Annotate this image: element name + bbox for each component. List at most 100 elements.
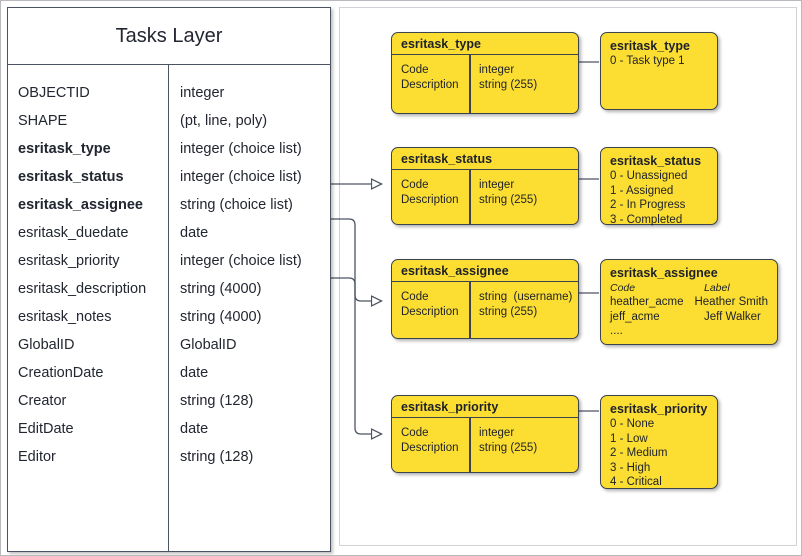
legend-assignee-header: Code Label [610,281,768,295]
domain-assignee-fields: Code Description [401,291,459,318]
field-row: SHAPE(pt, line, poly) [8,107,330,135]
field-row: esritask_status integer (choice list) [8,163,330,191]
field-name: esritask_type [18,141,111,157]
legend-line: 3 - Completed [610,213,683,226]
field-row: CreationDate date [8,359,330,387]
split-divider [469,170,471,224]
field-type: integer (choice list) [180,169,302,185]
legend-type-lines: 0 - Task type 1 [610,54,708,69]
split-divider [469,55,471,113]
field-row: Creator string (128) [8,387,330,415]
legend-priority-lines: 0 - None 1 - Low 2 - Medium 3 - High 4 - Cri… [610,417,708,490]
legend-priority[interactable]: esritask_priority 0 - None 1 - Low 2 - Med… [600,395,718,489]
domain-status-fields: Code Description [401,179,459,206]
page-title: Tasks Layer [8,8,330,65]
domain-priority-fields: Code Description [401,427,459,454]
legend-type-title: esritask_type [610,39,690,53]
field-name: esritask_assignee [18,197,143,213]
domain-table-assignee-title: esritask_assignee [392,260,578,282]
legend-priority-title: esritask_priority [610,402,708,416]
legend-line: 2 - Medium [610,447,668,459]
legend-type[interactable]: esritask_type 0 - Task type 1 [600,32,718,110]
legend-line: 1 - Low [610,432,648,445]
domain-table-status-body: Code Description integer string (255) [392,170,578,224]
legend-line: 0 - Unassigned [610,170,688,182]
field-name: esritask_notes [18,309,112,325]
field-row: EditDate date [8,415,330,443]
field-row: esritask_priority integer (choice list) [8,247,330,275]
field-name: CreationDate [18,365,104,381]
legend-line: 0 - Task type 1 [610,55,685,67]
assignee-code: jeff_acme [610,310,660,323]
domain-table-type-title: esritask_type [392,33,578,55]
field-type: date [180,225,209,241]
field-row: Editor string (128) [8,443,330,471]
legend-assignee-row: heather_acme Heather Smith [610,295,768,310]
domain-table-priority-title: esritask_priority [392,396,578,418]
field-type: integer (choice list) [180,141,302,157]
field-type: string (choice list) [180,197,293,213]
field-row: GlobalID GlobalID [8,331,330,359]
legend-line: 4 - Critical [610,476,662,488]
field-type: GlobalID [180,337,237,353]
field-row: esritask_duedate date [8,219,330,247]
domain-table-assignee-body: Code Description string (username) strin… [392,282,578,338]
domain-assignee-types: string (username) string (255) [479,291,573,318]
legend-assignee[interactable]: esritask_assignee Code Label heather_acm… [600,259,778,345]
legend-line: 0 - None [610,418,655,430]
legend-status-lines: 0 - Unassigned 1 - Assigned 2 - In Progres… [610,169,708,227]
field-type: integer (choice list) [180,253,302,269]
field-name: esritask_priority [18,253,120,269]
field-name: SHAPE [18,113,68,129]
field-name: esritask_duedate [18,225,129,241]
split-divider [469,418,471,472]
domain-table-status[interactable]: esritask_status Code Description integer… [391,147,579,225]
domain-table-assignee[interactable]: esritask_assignee Code Description strin… [391,259,579,339]
domain-type-types: integer string (255) [479,64,538,91]
legend-line: 2 - In Progress [610,199,686,211]
field-name: Editor [18,449,56,465]
domain-priority-types: integer string (255) [479,427,538,454]
field-row: esritask_notes string (4000) [8,303,330,331]
domain-type-fields: Code Description [401,64,459,91]
legend-assignee-row: .... [610,324,768,339]
domain-table-status-title: esritask_status [392,148,578,170]
field-name: EditDate [18,421,74,437]
field-name: esritask_status [18,169,124,185]
field-type: date [180,421,209,437]
field-type: string (128) [180,449,254,465]
field-name: Creator [18,393,67,409]
legend-line: 1 - Assigned [610,184,674,197]
legend-assignee-title: esritask_assignee [610,266,718,280]
field-row: esritask_type integer (choice list) [8,135,330,163]
field-name: esritask_description [18,281,147,297]
domain-table-priority-body: Code Description integer string (255) [392,418,578,472]
field-row: esritask_description string (4000) [8,275,330,303]
legend-line: 3 - High [610,461,651,474]
field-type: date [180,365,209,381]
domain-table-priority[interactable]: esritask_priority Code Description integ… [391,395,579,473]
legend-assignee-code-header: Code [610,282,636,294]
field-type: string (4000) [180,281,262,297]
domain-table-type-body: Code Description integer string (255) [392,55,578,113]
field-type: string (128) [180,393,254,409]
split-divider [469,282,471,338]
assignee-label: Heather Smith [694,296,768,308]
column-divider [168,65,169,552]
field-row: esritask_assignee string (choice list) [8,191,330,219]
legend-assignee-label-header: Label [704,282,730,294]
domain-table-type[interactable]: esritask_type Code Description integer s… [391,32,579,114]
domain-status-types: integer string (255) [479,179,538,206]
field-name: GlobalID [18,337,75,353]
assignee-code: heather_acme [610,296,684,308]
assignee-code: .... [610,325,623,337]
field-name: OBJECTID [18,85,90,101]
field-type: string (4000) [180,309,262,325]
